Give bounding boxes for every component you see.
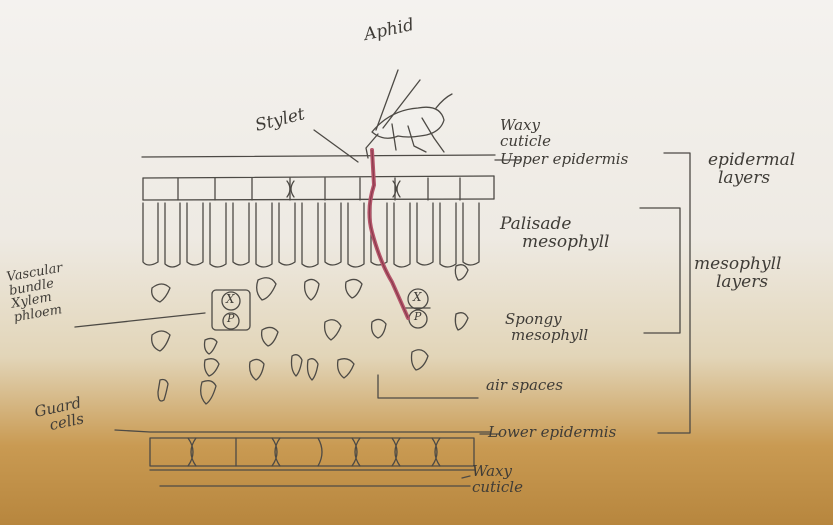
mesophyll-bracket	[640, 208, 680, 333]
aphid-stylet	[369, 150, 408, 318]
label-epidermal-layers: epidermal layers	[708, 152, 795, 188]
label-waxy-cuticle-top: Waxy cuticle	[500, 118, 551, 150]
air-spaces-pointer	[378, 375, 478, 398]
lower-cuticle-pointer	[462, 476, 470, 478]
xylem-mark-right: X	[413, 291, 422, 304]
phloem-mark-right: P	[414, 311, 421, 323]
label-mesophyll-layers: mesophyll layers	[694, 256, 781, 292]
phloem-mark-left: P	[227, 313, 234, 325]
stylet-pointer	[314, 130, 358, 162]
label-lower-epidermis: Lower epidermis	[488, 425, 616, 441]
upper-epidermis-cells	[143, 176, 494, 200]
xylem-mark-left: X	[226, 293, 235, 306]
label-waxy-cuticle-bottom: Waxy cuticle	[472, 464, 523, 496]
label-vascular-bundle: Vascular bundle Xylem phloem	[6, 262, 71, 326]
label-air-spaces: air spaces	[486, 378, 563, 394]
spongy-cells	[152, 265, 468, 404]
label-upper-epidermis: Upper epidermis	[500, 152, 628, 168]
vascular-bundle	[75, 290, 250, 330]
upper-cuticle-line	[142, 155, 495, 157]
aphid-drawing	[366, 70, 452, 158]
lower-epidermis-cells	[115, 430, 490, 470]
label-palisade-mesophyll: Palisade mesophyll	[500, 216, 609, 252]
palisade-cells	[143, 203, 479, 267]
epidermal-bracket	[658, 153, 690, 433]
label-spongy-mesophyll: Spongy mesophyll	[505, 312, 588, 344]
